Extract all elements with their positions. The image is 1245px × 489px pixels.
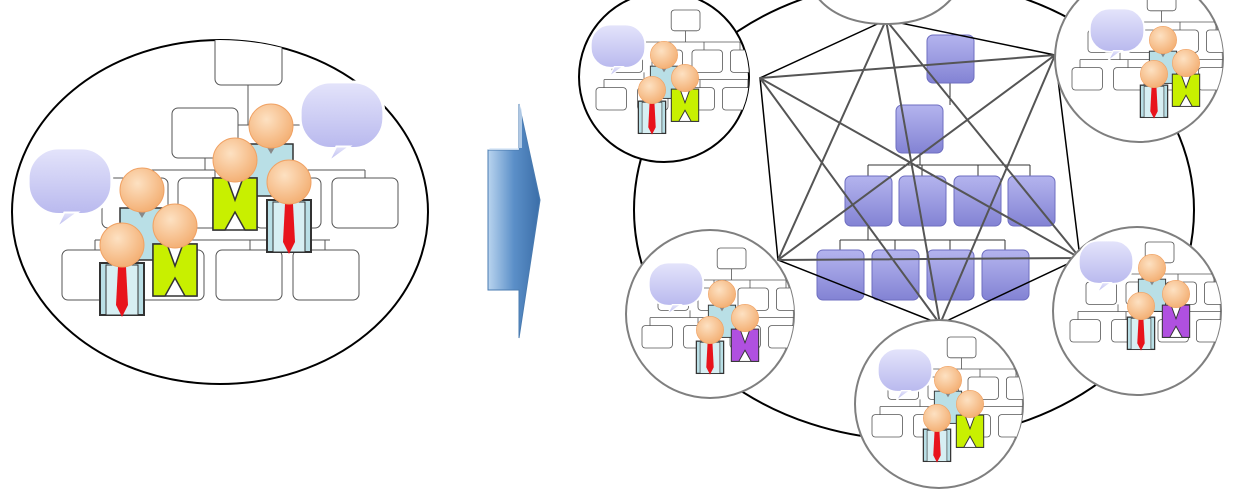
team-circle-4 xyxy=(1052,226,1222,396)
person-red-tie-icon xyxy=(637,75,667,136)
person-purple-vest-icon xyxy=(730,303,760,362)
team-circle-1 xyxy=(578,0,750,163)
process-arrow-icon xyxy=(487,103,541,339)
person-red-tie-icon xyxy=(1139,59,1169,120)
person-green-vest-icon xyxy=(670,63,700,122)
person-red-tie-icon xyxy=(99,222,145,318)
person-red-tie-icon xyxy=(922,403,952,464)
person-green-vest-icon xyxy=(1171,48,1201,107)
person-green-vest-icon xyxy=(955,389,985,448)
person-green-vest-icon xyxy=(212,137,258,231)
team-circle-top xyxy=(818,0,952,26)
person-red-tie-icon xyxy=(266,159,312,255)
team-circle-left xyxy=(11,39,429,385)
person-red-tie-icon xyxy=(695,315,725,376)
network-circle-right xyxy=(578,0,1224,489)
team-circle-5 xyxy=(854,319,1024,489)
person-red-tie-icon xyxy=(1126,291,1156,352)
person-green-vest-icon xyxy=(152,203,198,297)
team-circle-2 xyxy=(1054,0,1224,143)
network-cross-lines xyxy=(759,19,1081,325)
person-purple-vest-icon xyxy=(1161,279,1191,338)
org-chart-icon xyxy=(816,34,1056,301)
